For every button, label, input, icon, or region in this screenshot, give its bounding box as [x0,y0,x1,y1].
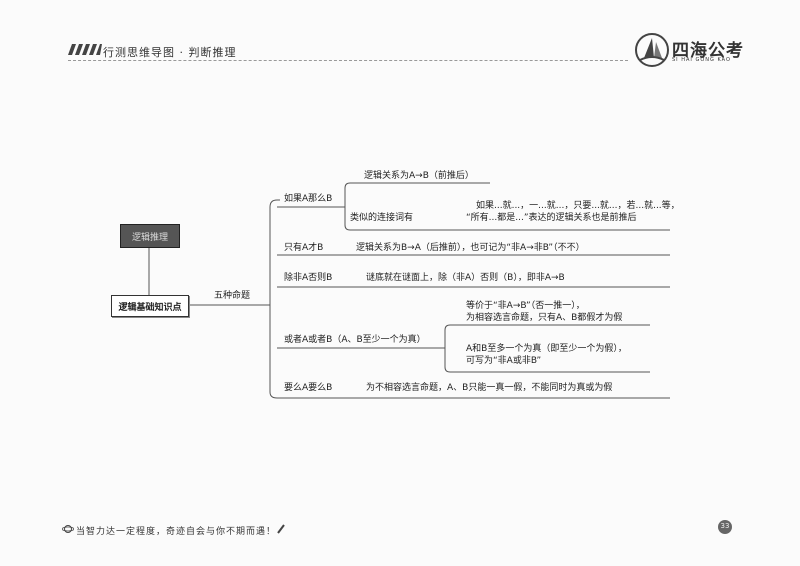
proposition-detail-line: “所有...都是...”表达的逻辑关系也是前推后 [466,213,637,223]
proposition-detail: 谜底就在谜面上，除（非A）否则（B），即非A→B [366,273,565,283]
top-node-logic-reasoning: 逻辑推理 [120,224,180,248]
logo-icon [635,33,669,67]
proposition-detail-line: 等价于“非A→B”（否一推一）， [466,301,585,311]
proposition-label: 如果A那么B [284,194,333,204]
proposition-detail: 逻辑关系为B→A（后推前），也可记为“非A→非B”（不不） [356,243,585,253]
top-node-label: 逻辑推理 [131,233,168,243]
logo-text: 四海公考 [672,41,744,61]
proposition-label: 只有A才B [284,243,324,253]
proposition-detail-line: 如果...就...，一...就...，只要...就...，若...就...等， [476,201,680,211]
proposition-label: 除非A否则B [284,273,333,283]
logo-subtext: SI HAI GONG KAO [672,57,731,63]
planet-icon [62,525,74,533]
proposition-label: 或者A或者B（A、B至少一个为真） [284,335,426,345]
page-number-badge: 33 [718,520,732,534]
header-divider [68,60,628,61]
proposition-detail-line: A和B至多一个为真（即至少一个为假）， [466,344,627,354]
root-node-logic-basics: 逻辑基础知识点 [111,295,189,317]
header-title: 行测思维导图 · 判断推理 [103,46,237,59]
branch-label: 五种命题 [214,291,251,301]
proposition-detail-line: 可写为“非A或非B” [466,356,542,366]
proposition-detail-line: 为相容选言命题，只有A、B都假才为假 [466,313,623,323]
root-node-label: 逻辑基础知识点 [118,303,182,313]
page-number: 33 [720,522,730,530]
pencil-icon [277,524,285,534]
proposition-label: 要么A要么B [284,383,333,393]
footer-slogan: 当智力达一定程度，奇迹自会与你不期而遇！ [76,527,277,537]
proposition-sub-label: 类似的连接词有 [350,213,414,223]
header-stripes-icon [68,44,102,55]
proposition-detail: 为不相容选言命题，A、B只能一真一假，不能同时为真或为假 [366,383,613,393]
proposition-detail: 逻辑关系为A→B（前推后） [364,171,474,181]
